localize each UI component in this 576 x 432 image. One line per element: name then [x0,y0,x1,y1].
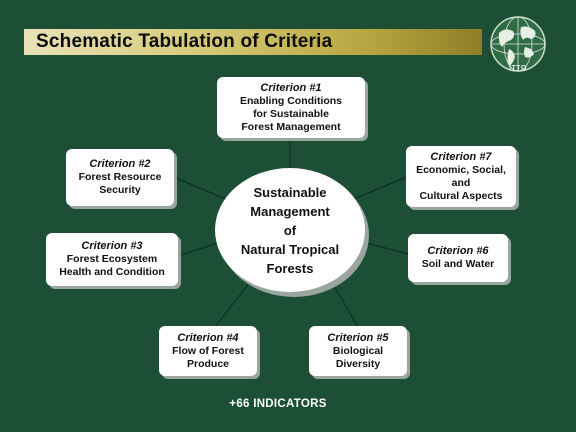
center-text: Sustainable Management of Natural Tropic… [240,184,340,276]
criterion-4-box: Criterion #4 Flow of Forest Produce [159,326,257,376]
criterion-6-box: Criterion #6 Soil and Water [408,234,508,282]
connector-2 [175,177,229,201]
criterion-1-box: Criterion #1 Enabling Conditions for Sus… [217,77,365,138]
itto-logo [490,16,546,72]
criterion-5-title: Criterion #5 [327,331,389,344]
criterion-1-title: Criterion #1 [260,81,322,94]
criterion-7-title: Criterion #7 [430,150,492,163]
center-ellipse: Sustainable Management of Natural Tropic… [215,168,365,292]
criterion-3-box: Criterion #3 Forest Ecosystem Health and… [46,233,178,286]
criterion-1-desc: Enabling Conditions for Sustainable Fore… [239,94,343,133]
criterion-6-desc: Soil and Water [421,258,495,270]
connector-7 [355,176,408,199]
title-bar [24,29,482,55]
criterion-2-box: Criterion #2 Forest Resource Security [66,149,174,206]
criterion-7-box: Criterion #7 Economic, Social, and Cultu… [406,146,516,207]
criterion-2-desc: Forest Resource Security [78,171,162,196]
criterion-3-desc: Forest Ecosystem Health and Condition [59,253,165,278]
connector-4 [214,281,251,328]
connector-5 [332,283,359,328]
criterion-7-desc: Economic, Social, and Cultural Aspects [416,163,506,202]
criterion-4-desc: Flow of Forest Produce [172,344,244,370]
criterion-4-title: Criterion #4 [177,331,239,344]
indicators-footer: +66 INDICATORS [229,398,327,410]
connector-6 [362,241,409,255]
connector-3 [177,242,219,257]
criterion-6-title: Criterion #6 [427,245,489,257]
criterion-2-title: Criterion #2 [89,158,151,170]
criterion-5-desc: Biological Diversity [332,344,384,370]
logo-text: ITTO [509,65,527,72]
criterion-3-title: Criterion #3 [81,240,143,252]
slide-title: Schematic Tabulation of Criteria [36,31,333,52]
criterion-5-box: Criterion #5 Biological Diversity [309,326,407,376]
